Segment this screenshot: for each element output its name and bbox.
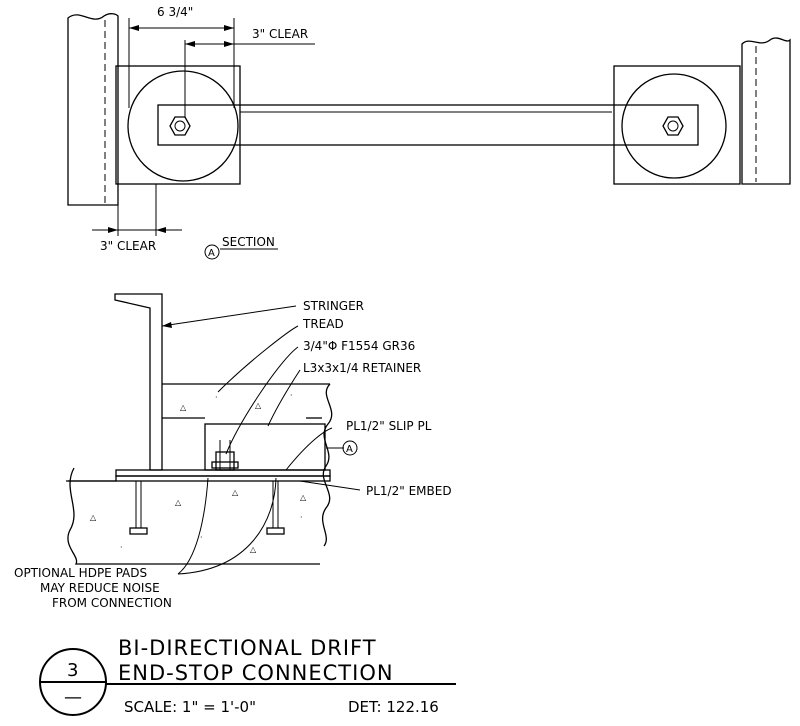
svg-text:·: · xyxy=(120,543,123,552)
note-line-1: OPTIONAL HDPE PADS xyxy=(14,566,147,580)
leader-hdpe-right xyxy=(177,477,277,575)
callout-retainer: L3x3x1/4 RETAINER xyxy=(303,361,421,375)
right-bolt-hex-icon xyxy=(662,116,684,136)
svg-text:△: △ xyxy=(180,403,187,412)
note-line-3: FROM CONNECTION xyxy=(52,596,172,610)
leader-tread xyxy=(217,325,299,393)
callout-stringer: STRINGER xyxy=(303,299,364,313)
note-line-2: MAY REDUCE NOISE xyxy=(40,581,160,595)
leader-hdpe-left xyxy=(177,477,209,575)
svg-text:·: · xyxy=(200,533,203,542)
base-concrete-hatch: △ · △ · △ △ · △ xyxy=(90,488,307,554)
slip-plate xyxy=(115,469,331,477)
left-stringer xyxy=(67,13,119,206)
dim-arrow-icon xyxy=(224,25,234,31)
svg-text:△: △ xyxy=(255,401,262,410)
svg-text:△: △ xyxy=(232,488,239,497)
callout-embed: PL1/2" EMBED xyxy=(366,484,452,498)
svg-text:·: · xyxy=(290,391,293,400)
concrete-base-outline xyxy=(67,467,320,565)
detail-number: 3 xyxy=(67,660,78,681)
right-bolt-hole xyxy=(667,120,679,132)
callout-tread: TREAD xyxy=(302,317,344,331)
right-base-plate xyxy=(613,65,741,185)
right-pad-circle xyxy=(621,73,727,179)
callout-bolt: 3/4"Φ F1554 GR36 xyxy=(303,339,415,353)
leader-embed xyxy=(299,480,361,491)
title-scale: SCALE: 1" = 1'-0" xyxy=(124,698,256,716)
stud-right-head xyxy=(266,527,285,535)
dim-clear-top-label: 3" CLEAR xyxy=(252,27,308,41)
section-marker-label: SECTION xyxy=(222,235,275,249)
dim-clear-bottom-label: 3" CLEAR xyxy=(100,239,156,253)
bolt-nut xyxy=(215,451,235,471)
title-line-2: END-STOP CONNECTION xyxy=(118,661,394,685)
callout-slip-plate: PL1/2" SLIP PL xyxy=(346,419,432,433)
section-cut-circle xyxy=(342,440,358,456)
plan-view: 6 3/4" 3" CLEAR 3" CLEAR A SECTION xyxy=(67,5,791,260)
dim-arrow-icon xyxy=(108,227,118,233)
left-pad-circle xyxy=(127,70,239,182)
title-line-1: BI-DIRECTIONAL DRIFT xyxy=(118,636,377,660)
section-cut-letter: A xyxy=(346,444,353,455)
section-marker-circle xyxy=(204,244,220,260)
svg-text:△: △ xyxy=(90,513,97,522)
dim-overall-label: 6 3/4" xyxy=(157,5,193,19)
dim-arrow-icon xyxy=(224,41,234,47)
svg-text:·: · xyxy=(300,513,303,522)
embed-plate xyxy=(115,475,331,482)
leader-slip-plate xyxy=(285,427,333,471)
left-bolt-hole xyxy=(174,120,186,132)
break-line-right xyxy=(321,383,333,547)
leader-stringer xyxy=(161,305,297,327)
tread-concrete-hatch: △ · △ · xyxy=(180,391,293,412)
svg-text:△: △ xyxy=(300,493,307,502)
left-bolt-hex-icon xyxy=(169,116,191,136)
left-base-plate xyxy=(115,65,241,185)
slip-plate-bar xyxy=(157,104,699,146)
section-view: △ · △ · △ · △ · △ △ xyxy=(14,293,452,610)
svg-text:△: △ xyxy=(250,545,257,554)
leader-bolt xyxy=(225,346,299,455)
svg-text:△: △ xyxy=(175,498,182,507)
title-detail-ref: DET: 122.16 xyxy=(348,698,439,716)
svg-text:·: · xyxy=(215,393,218,402)
section-marker-letter: A xyxy=(208,248,215,259)
stud-left-head xyxy=(129,527,148,535)
title-block: 3 — BI-DIRECTIONAL DRIFT END-STOP CONNEC… xyxy=(39,636,456,716)
dim-arrow-icon xyxy=(129,25,139,31)
stringer-channel xyxy=(114,293,163,471)
leader-retainer xyxy=(267,369,301,427)
bolt-washer xyxy=(211,461,239,469)
dim-arrow-icon xyxy=(185,41,195,47)
dim-arrow-icon xyxy=(156,227,166,233)
right-stringer xyxy=(741,37,791,185)
sheet-number: — xyxy=(64,687,82,708)
leader-arrow-icon xyxy=(162,322,172,328)
